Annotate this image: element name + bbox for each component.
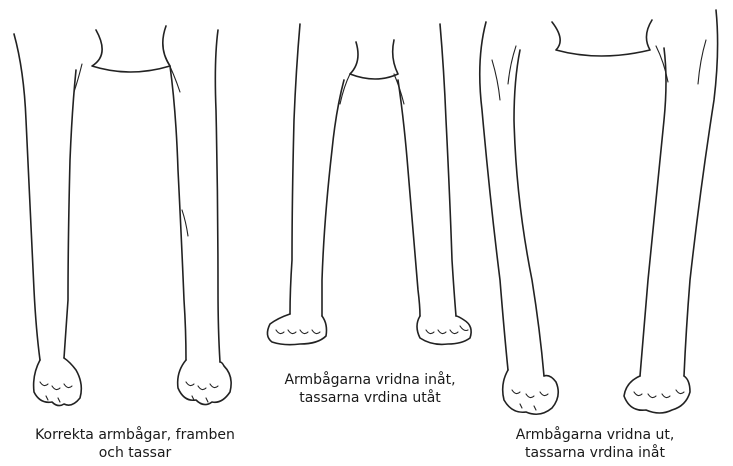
left-paw: [34, 358, 82, 406]
left-leg-outer: [480, 22, 508, 370]
left-leg-outer: [290, 24, 300, 314]
caption-elbows-in-paws-out: Armbågarna vridna inåt, tassarna vrdina …: [270, 371, 470, 407]
right-leg-inner: [170, 66, 186, 360]
caption-line: och tassar: [10, 444, 260, 462]
figure-elbows-out-paws-in: [480, 10, 718, 414]
figure-elbows-in-paws-out: [267, 24, 471, 345]
caption-line: tassarna vrdina utåt: [270, 389, 470, 407]
right-leg-outer: [215, 30, 220, 362]
left-paw: [267, 314, 326, 345]
caption-line: tassarna vrdina inåt: [480, 444, 710, 462]
chest-outline: [552, 20, 652, 56]
caption-line: Korrekta armbågar, framben: [10, 426, 260, 444]
chest-outline: [92, 26, 170, 72]
caption-line: Armbågarna vridna ut,: [480, 426, 710, 444]
caption-elbows-out-paws-in: Armbågarna vridna ut, tassarna vrdina in…: [480, 426, 710, 462]
chest-outline: [350, 40, 398, 79]
right-leg-outer: [440, 24, 456, 316]
caption-correct-legs: Korrekta armbågar, framben och tassar: [10, 426, 260, 462]
caption-line: Armbågarna vridna inåt,: [270, 371, 470, 389]
figure-correct-legs: [14, 26, 231, 406]
left-paw: [503, 370, 559, 414]
right-paw: [624, 376, 690, 413]
left-leg-inner: [514, 50, 544, 376]
right-leg-inner: [640, 48, 666, 376]
right-leg-inner: [398, 80, 420, 316]
right-paw: [417, 316, 471, 344]
left-leg-inner: [64, 70, 76, 358]
left-leg-outer: [14, 34, 40, 360]
left-leg-inner: [322, 80, 344, 316]
